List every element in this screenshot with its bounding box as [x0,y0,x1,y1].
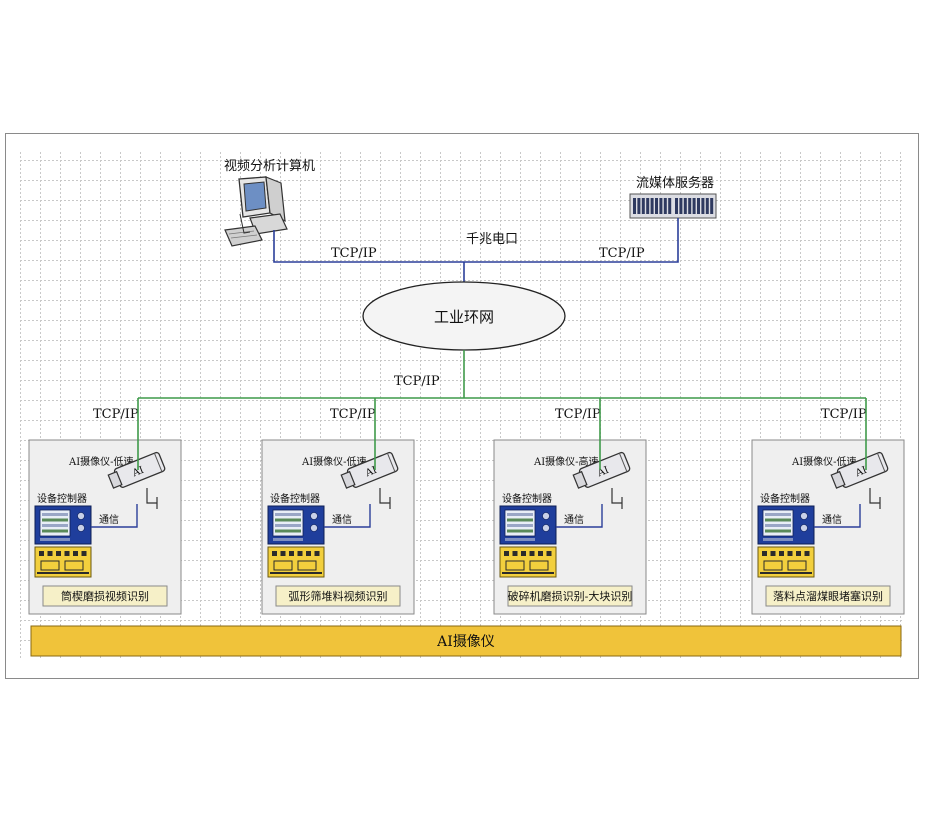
controller-board-icon [757,546,815,578]
camera-mount [869,488,881,509]
server-icon [629,193,717,219]
controller-label: 设备控制器 [37,492,87,505]
camera-icon: AI [106,451,167,492]
comm-link-line [324,504,371,528]
station-title-box [42,585,168,607]
station-title-box [765,585,891,607]
camera-badge: AI [595,465,610,480]
controller-board-icon [499,546,557,578]
station-title: 筒楔磨损视频识别 [61,589,149,603]
comm-label: 通信 [822,514,842,526]
bottom-link-lines [138,350,866,399]
gigabit-port-label: 千兆电口 [466,232,518,247]
diagram-frame [5,133,919,679]
camera-icon: AI [829,451,890,492]
camera-label: AI摄像仪-高速 [533,455,599,468]
comm-link-line [556,504,603,528]
media-server-label: 流媒体服务器 [636,175,714,191]
controller-device-icon [499,505,557,545]
camera-badge: AI [130,465,145,480]
ring-network-label: 工业环网 [434,308,494,326]
stations: TCP/IPAI摄像仪-低速AI设备控制器通信筒楔磨损视频识别TCP/IPAI摄… [28,398,905,615]
controller-label: 设备控制器 [270,492,320,505]
comm-link-line [814,504,861,528]
station-tcp-ip-label: TCP/IP [821,407,867,422]
camera-label: AI摄像仪-低速 [791,455,857,468]
comm-link-line [91,504,138,528]
station-title: 落料点溜煤眼堵塞识别 [773,589,883,603]
camera-icon: AI [571,451,632,492]
controller-label: 设备控制器 [760,492,810,505]
controller-board-icon [34,546,92,578]
comm-label: 通信 [332,514,352,526]
station-title-box [275,585,401,607]
camera-label: AI摄像仪-低速 [68,455,134,468]
station-tcp-ip-label: TCP/IP [555,407,601,422]
comm-label: 通信 [564,514,584,526]
station-title-box [507,585,633,607]
tcp-ip-label-right: TCP/IP [599,246,645,261]
controller-label: 设备控制器 [502,492,552,505]
camera-label: AI摄像仪-低速 [301,455,367,468]
tcp-ip-label-center: TCP/IP [394,374,440,389]
top-link-lines [273,218,679,282]
station-tcp-ip-label: TCP/IP [330,407,376,422]
computer-icon [224,176,288,247]
station-title: 破碎机磨损识别-大块识别 [508,589,633,603]
camera-mount [146,488,158,509]
camera-mount [611,488,623,509]
station-title: 弧形筛堆料视频识别 [289,589,388,603]
ai-camera-bar-label: AI摄像仪 [436,634,495,650]
camera-badge: AI [853,465,868,480]
controller-device-icon [757,505,815,545]
station-tcp-ip-label: TCP/IP [93,407,139,422]
ai-camera-bar [30,625,902,657]
camera-mount [379,488,391,509]
analysis-pc-label: 视频分析计算机 [224,159,315,174]
controller-device-icon [34,505,92,545]
controller-board-icon [267,546,325,578]
comm-label: 通信 [99,514,119,526]
controller-device-icon [267,505,325,545]
tcp-ip-label-left: TCP/IP [331,246,377,261]
